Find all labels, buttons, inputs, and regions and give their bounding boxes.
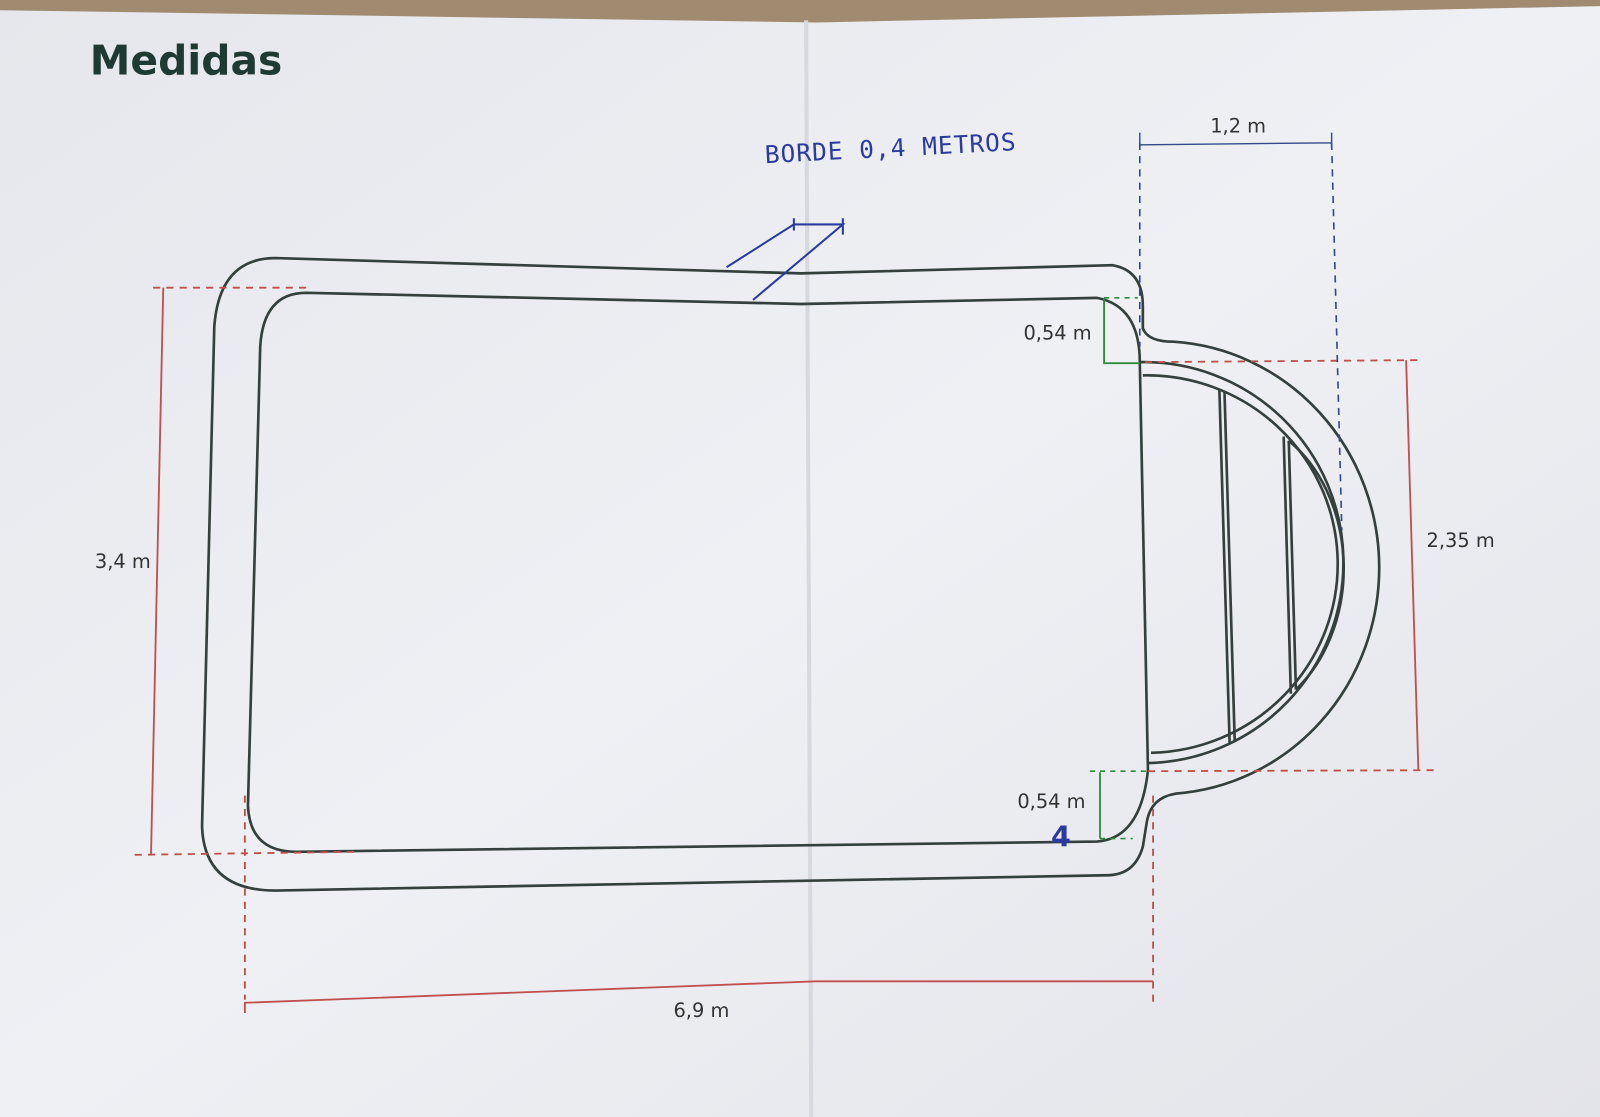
label-height-total: 3,4 m bbox=[95, 550, 151, 573]
step-width-guides bbox=[1138, 142, 1343, 531]
label-bottom-offset-correction: 4 bbox=[1051, 820, 1071, 854]
step-arc-2 bbox=[1287, 439, 1346, 691]
guide-lines bbox=[134, 286, 1439, 1005]
pool-inner-outline bbox=[246, 291, 1150, 854]
pool-outer-border bbox=[200, 256, 1381, 892]
top-offset-line bbox=[1103, 297, 1140, 365]
label-top-offset: 0,54 m bbox=[1023, 322, 1091, 345]
paper-fold bbox=[804, 20, 814, 1117]
step-arc-1 bbox=[1142, 374, 1340, 755]
paper-top-edge bbox=[0, 0, 1600, 23]
dimension-width-line bbox=[243, 980, 1154, 1013]
label-width-total: 6,9 m bbox=[673, 999, 729, 1022]
step-width-line bbox=[1139, 132, 1333, 148]
label-step-width: 1,2 m bbox=[1210, 115, 1266, 138]
step-inner-lines bbox=[1218, 389, 1298, 743]
dimension-step-height-line bbox=[1405, 360, 1420, 771]
border-annotation-marks bbox=[725, 218, 846, 301]
page-title: Medidas bbox=[90, 36, 283, 84]
label-step-height: 2,35 m bbox=[1427, 529, 1495, 552]
label-bottom-offset: 0,54 m bbox=[1017, 790, 1085, 813]
dimension-height-line bbox=[150, 287, 165, 855]
